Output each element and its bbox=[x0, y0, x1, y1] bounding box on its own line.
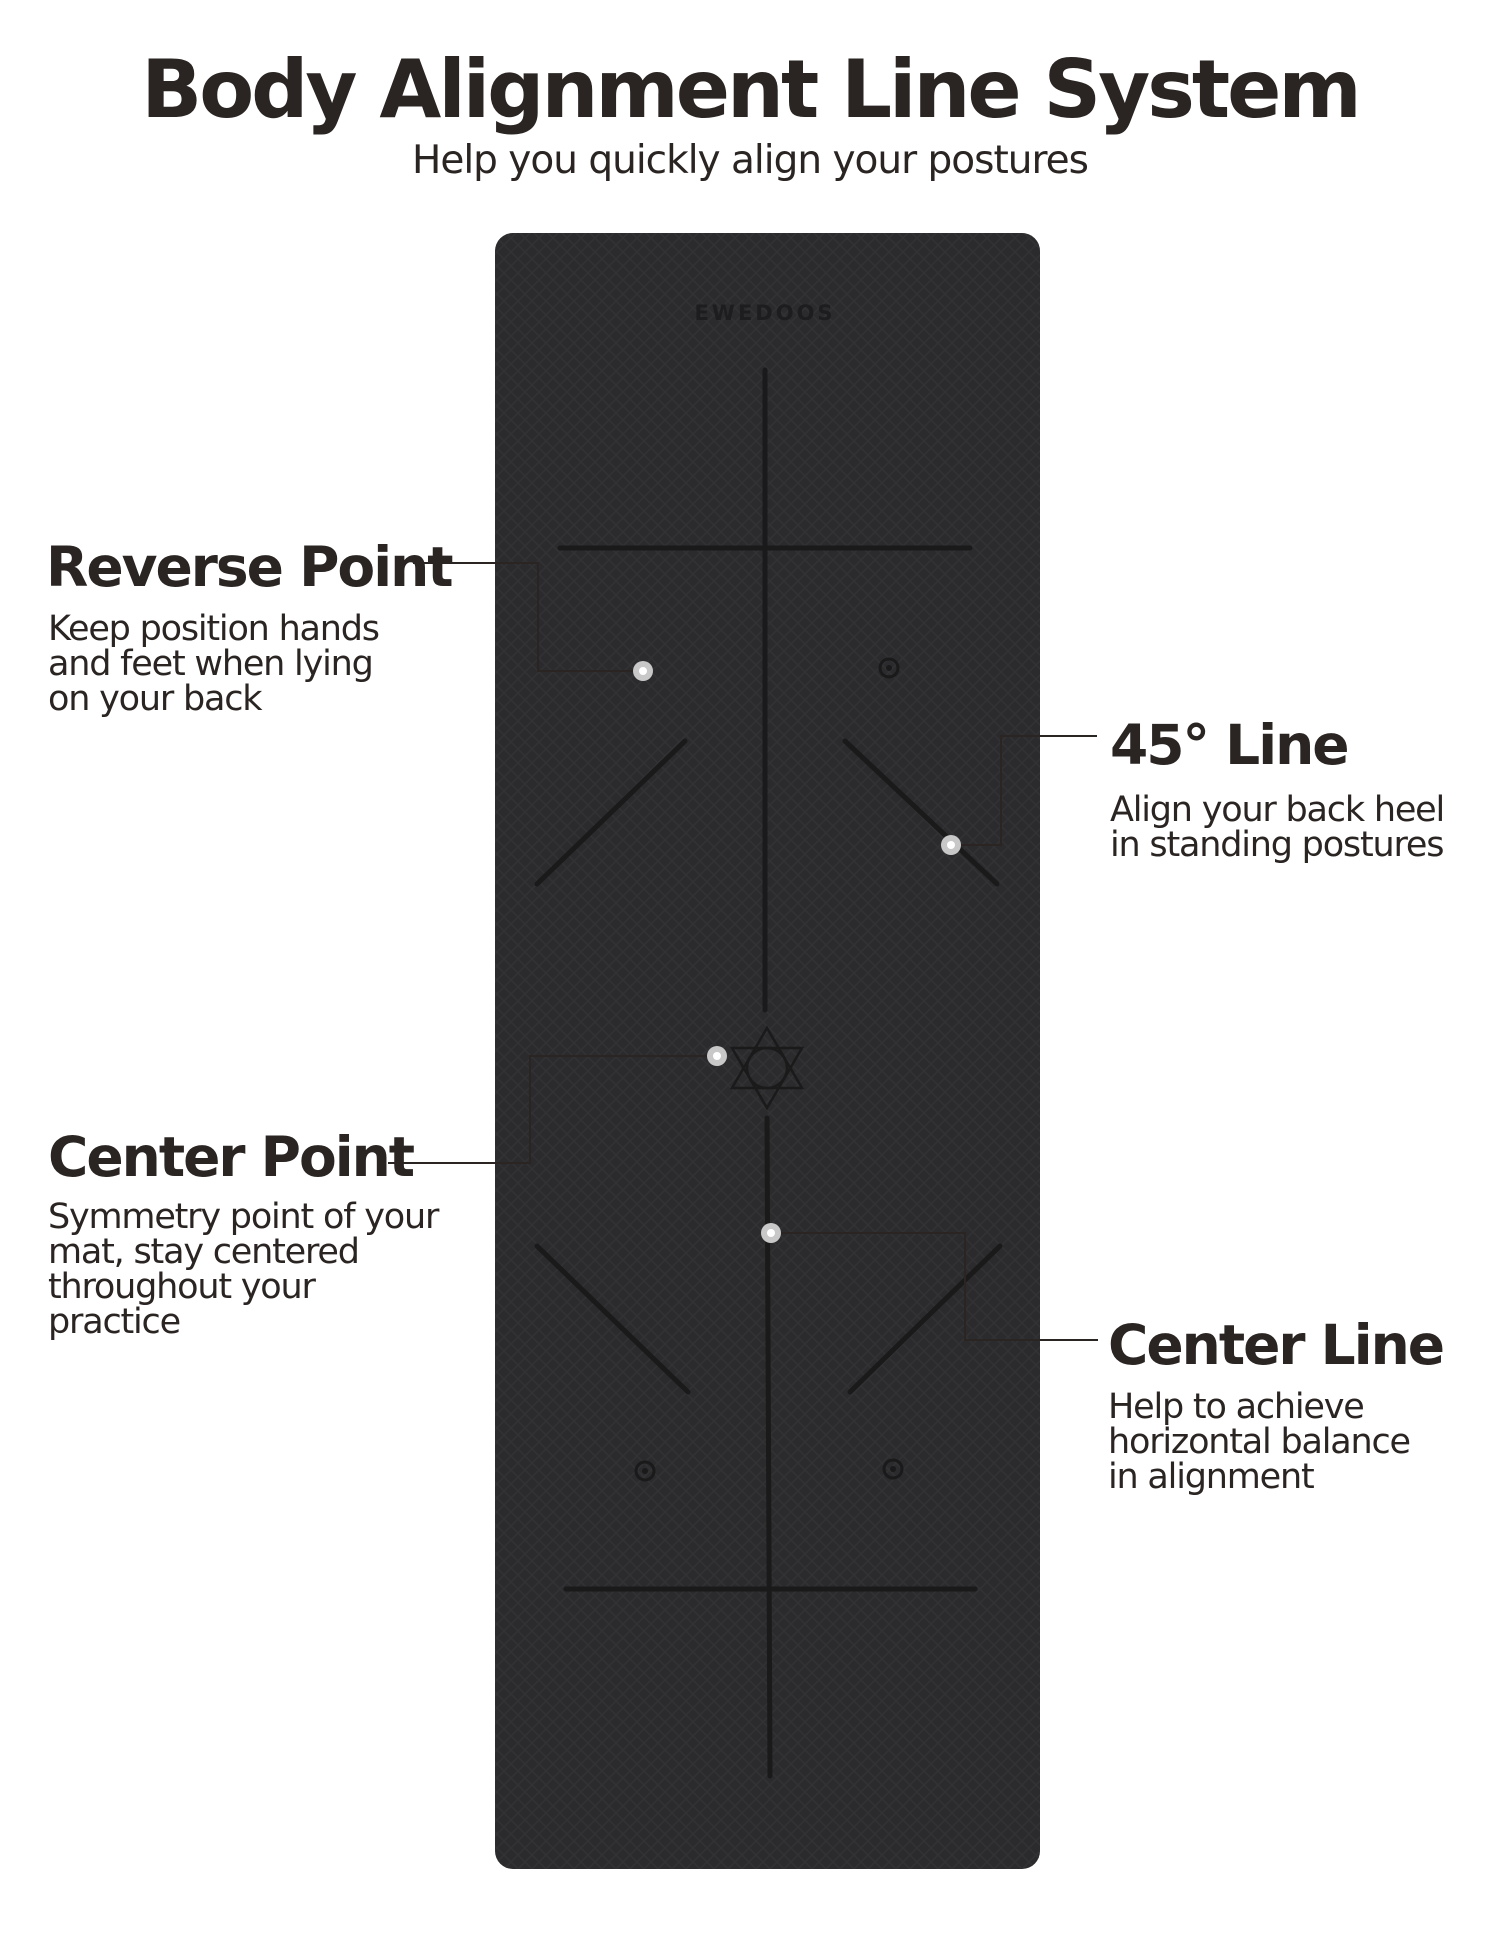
center-line-title: Center Line bbox=[1108, 1313, 1445, 1377]
reverse-point-title: Reverse Point bbox=[46, 535, 454, 599]
reverse-point-description: Keep position hands and feet when lying … bbox=[48, 609, 380, 719]
center-point-description: Symmetry point of your mat, stay centere… bbox=[48, 1197, 439, 1342]
mat-brand-logo: EWEDOOS bbox=[694, 301, 835, 325]
reverse-point-leader bbox=[413, 562, 643, 672]
line-45-description: Align your back heel in standing posture… bbox=[1110, 790, 1445, 865]
center-point-title: Center Point bbox=[48, 1125, 415, 1189]
lower-right-45-line bbox=[847, 1243, 1003, 1395]
hole-lower-left bbox=[634, 1460, 656, 1482]
center-star-icon bbox=[729, 1025, 805, 1111]
upper-left-45-line bbox=[534, 738, 688, 887]
lower-left-45-line bbox=[534, 1243, 691, 1395]
hole-lower-right bbox=[882, 1458, 904, 1480]
reverse-point-holes bbox=[634, 657, 904, 1482]
center-point-leader bbox=[388, 1055, 717, 1164]
page-title: Body Alignment Line System bbox=[141, 43, 1362, 136]
leader-lines bbox=[388, 562, 1098, 1341]
marker-dots bbox=[633, 661, 961, 1243]
center-line-leader bbox=[771, 1232, 1098, 1341]
upper-right-45-line bbox=[842, 738, 1000, 887]
line-45-title: 45° Line bbox=[1110, 713, 1350, 777]
line-45-leader bbox=[951, 735, 1097, 846]
mat-texture bbox=[495, 233, 1040, 1869]
page-subtitle: Help you quickly align your postures bbox=[412, 138, 1089, 183]
center-line-lower bbox=[764, 1115, 773, 1779]
hole-upper-right bbox=[878, 657, 900, 679]
center-line-description: Help to achieve horizontal balance in al… bbox=[1108, 1387, 1411, 1497]
alignment-lines bbox=[534, 367, 1003, 1779]
